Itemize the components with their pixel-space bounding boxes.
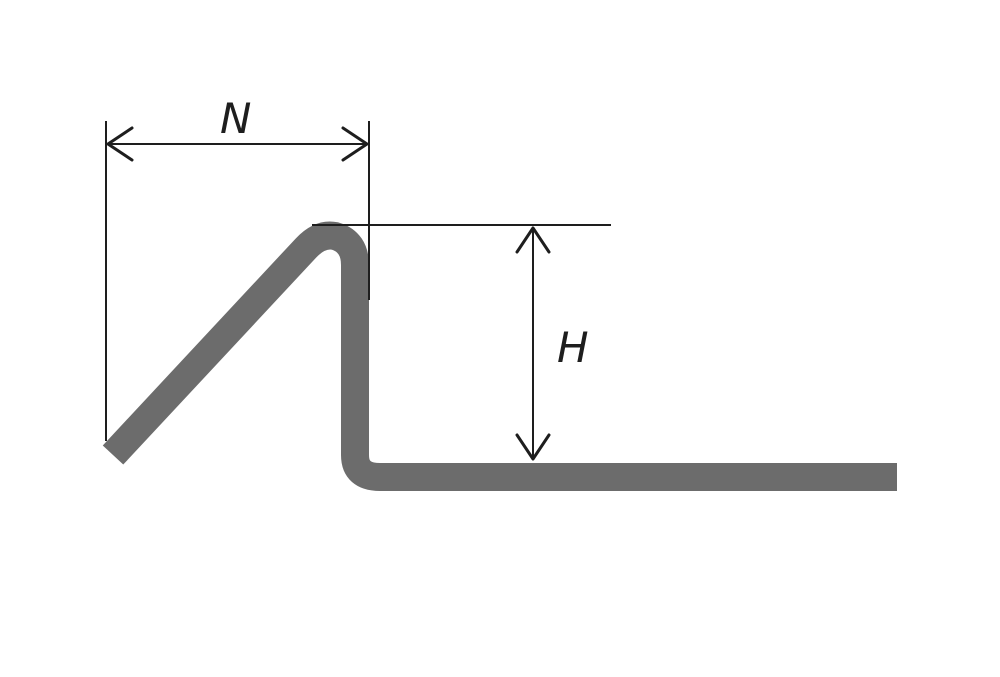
n-label: N [220, 94, 251, 143]
profile-shape [102, 221, 897, 491]
h-arrow-bottom [515, 433, 551, 461]
h-label: H [557, 323, 589, 372]
n-arrow-left [106, 126, 134, 162]
h-arrow-top [515, 226, 551, 254]
n-arrow-right [341, 126, 369, 162]
